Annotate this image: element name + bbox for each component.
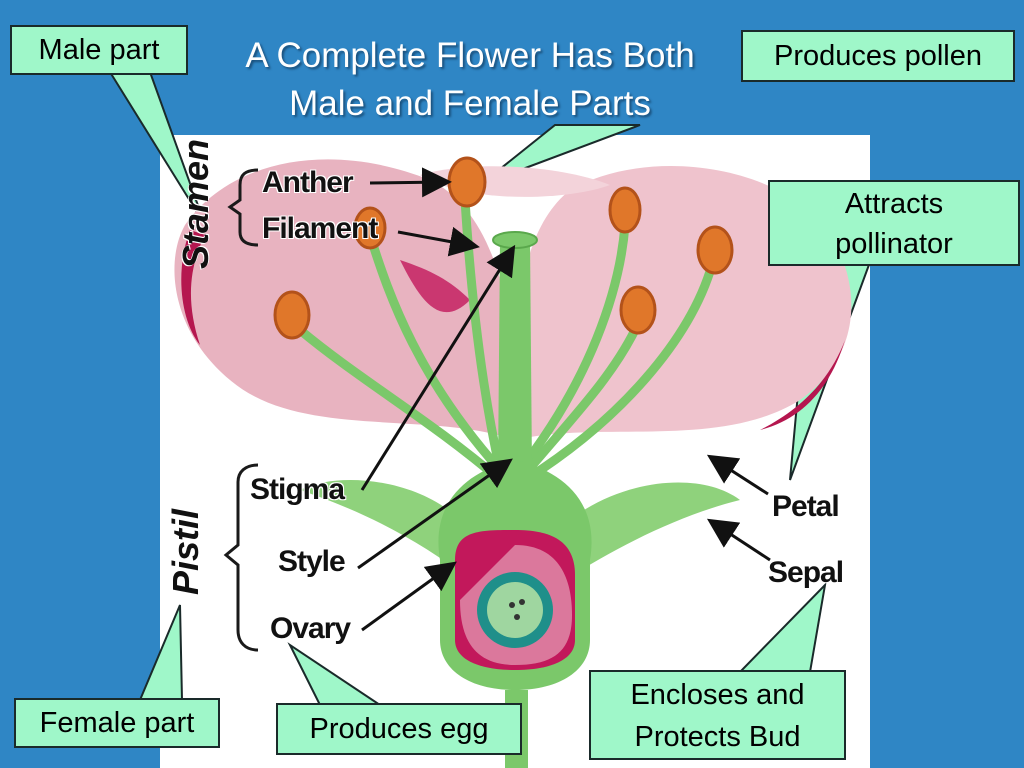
petal-label: Petal — [772, 490, 840, 523]
stamen-label: Stamen — [175, 138, 216, 270]
attracts-pollinator-callout: Attracts pollinator — [768, 180, 1020, 266]
female-part-callout: Female part — [14, 698, 220, 748]
anther-label: Anther — [262, 166, 354, 199]
left-petal-vein — [400, 260, 470, 313]
right-petal — [513, 166, 852, 440]
attracts-line-2: pollinator — [835, 228, 953, 260]
title-line-2: Male and Female Parts — [289, 84, 651, 123]
page-title: A Complete Flower Has Both Male and Fema… — [190, 32, 750, 128]
filaments — [295, 195, 717, 485]
encloses-line-1: Encloses and — [630, 679, 805, 711]
produces-pollen-text: Produces pollen — [774, 40, 982, 72]
male-part-callout: Male part — [10, 25, 188, 75]
ovule-inner — [487, 582, 543, 638]
right-sepal — [565, 482, 740, 580]
produces-egg-text: Produces egg — [309, 713, 489, 745]
title-line-1: A Complete Flower Has Both — [245, 36, 695, 75]
pistil-bracket — [223, 463, 259, 652]
ovary-label: Ovary — [270, 612, 351, 645]
female-part-text: Female part — [39, 707, 195, 739]
filament-label: Filament — [262, 212, 378, 245]
produces-pollen-callout: Produces pollen — [741, 30, 1015, 82]
stamen-bracket — [227, 168, 259, 247]
encloses-line-2: Protects Bud — [634, 721, 801, 753]
left-sepal — [300, 480, 470, 580]
label-arrows — [357, 167, 771, 632]
style-shape — [498, 240, 532, 470]
left-petal-edge — [181, 230, 205, 345]
male-part-text: Male part — [38, 34, 160, 66]
sepal-label: Sepal — [768, 556, 844, 589]
stigma-label: Stigma — [250, 473, 345, 506]
pistil-label: Pistil — [165, 508, 206, 596]
style-label: Style — [278, 545, 346, 578]
stigma-shape — [492, 231, 538, 249]
attracts-line-1: Attracts — [844, 188, 944, 220]
encloses-bud-callout: Encloses and Protects Bud — [589, 670, 846, 760]
produces-egg-callout: Produces egg — [276, 703, 522, 755]
anthers — [273, 156, 734, 340]
